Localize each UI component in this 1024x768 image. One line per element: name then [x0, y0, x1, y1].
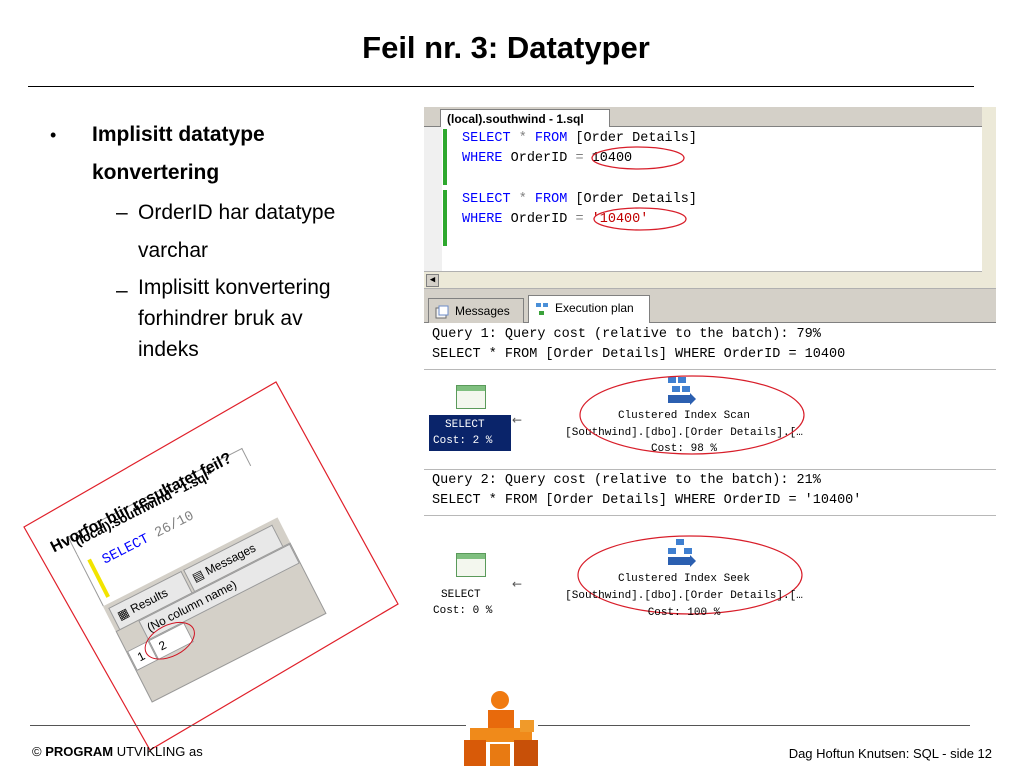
- query2-op-name: Clustered Index Seek: [617, 573, 751, 585]
- title-divider: [28, 86, 974, 87]
- sub-bullet-2-text-cont1: forhindrer bruk av: [138, 307, 303, 330]
- plan-highlight-circles: [577, 375, 805, 615]
- query2-sql: SELECT * FROM [Order Details] WHERE Orde…: [432, 493, 862, 508]
- horizontal-scrollbar[interactable]: ◀: [424, 271, 996, 289]
- code-line: WHERE OrderID = 10400: [462, 151, 633, 166]
- vertical-scrollbar[interactable]: [982, 107, 996, 277]
- slide-title: Feil nr. 3: Datatyper: [362, 30, 650, 65]
- execution-plan-pane: Query 1: Query cost (relative to the bat…: [424, 323, 996, 630]
- messages-icon: [435, 305, 449, 319]
- query2-op-cost: Cost: 100 %: [647, 607, 721, 619]
- select-icon: [456, 385, 486, 409]
- highlight-circle-scan: [579, 375, 805, 455]
- query-separator: [424, 515, 996, 516]
- tab-messages[interactable]: Messages: [428, 298, 524, 323]
- highlight-circle-string: [593, 207, 687, 231]
- query2-select-node[interactable]: SELECT Cost: 0 %: [433, 589, 493, 617]
- highlight-circle-seek: [577, 535, 803, 615]
- highlight-circle-number: [591, 146, 685, 170]
- bullet-list: • Implisitt datatype konvertering – Orde…: [50, 116, 395, 365]
- results-tab-bar: Messages Execution plan: [424, 289, 996, 323]
- bullet-main-text-cont: konvertering: [92, 161, 220, 184]
- code-line: WHERE OrderID = '10400': [462, 212, 649, 227]
- query1-select-node[interactable]: SELECT Cost: 2 %: [429, 415, 511, 451]
- flow-arrow-icon: ←: [512, 577, 523, 591]
- query1-op-object: [Southwind].[dbo].[Order Details].[…: [565, 427, 803, 439]
- tab-execution-plan[interactable]: Execution plan: [528, 295, 650, 323]
- sub-bullet-2: – Implisitt konvertering forhindrer bruk…: [116, 272, 395, 365]
- footer-brand: PROGRAM: [45, 744, 114, 759]
- sub-bullet-dash: –: [116, 201, 128, 224]
- query-separator: [424, 369, 996, 370]
- scroll-left-icon[interactable]: ◀: [426, 274, 439, 287]
- changed-lines-marker: [443, 129, 447, 185]
- program-utvikling-logo: [464, 691, 538, 766]
- sub-bullet-2-text: Implisitt konvertering: [138, 276, 331, 299]
- sub-bullet-dash: –: [116, 279, 128, 302]
- editor-tab-bar: (local).southwind - 1.sql: [424, 107, 996, 128]
- query1-sql: SELECT * FROM [Order Details] WHERE Orde…: [432, 347, 846, 362]
- clustered-index-seek-icon: [668, 539, 696, 567]
- bullet-main-text: Implisitt datatype: [92, 123, 265, 146]
- bullet-main: • Implisitt datatype konvertering: [50, 116, 395, 192]
- highlight-circles: [591, 146, 687, 231]
- flow-arrow-icon: ←: [512, 413, 523, 427]
- inset-red-frame: [23, 381, 399, 751]
- footer-rule-right: [538, 725, 970, 726]
- editor-gutter: [424, 127, 442, 272]
- query2-op-object: [Southwind].[dbo].[Order Details].[…: [565, 590, 803, 602]
- sub-bullet-1-text-cont: varchar: [138, 239, 209, 262]
- query-separator: [424, 469, 996, 470]
- query-editor[interactable]: SELECT * FROM [Order Details] WHERE Orde…: [424, 127, 996, 272]
- sub-bullet-1-text: OrderID har datatype: [138, 201, 336, 224]
- changed-lines-marker: [443, 190, 447, 246]
- query1-header: Query 1: Query cost (relative to the bat…: [432, 327, 821, 342]
- select-icon: [456, 553, 486, 577]
- editor-tab[interactable]: (local).southwind - 1.sql: [440, 109, 610, 128]
- query2-header: Query 2: Query cost (relative to the bat…: [432, 473, 821, 488]
- code-line: SELECT * FROM [Order Details]: [462, 192, 697, 207]
- clustered-index-scan-icon: [668, 377, 696, 405]
- footer-rule-left: [30, 725, 466, 726]
- sql-editor-screenshot: (local).southwind - 1.sql SELECT * FROM …: [424, 107, 996, 630]
- query1-op-name: Clustered Index Scan: [617, 410, 751, 422]
- sub-bullet-2-text-cont2: indeks: [138, 338, 199, 361]
- code-line: SELECT * FROM [Order Details]: [462, 131, 697, 146]
- execution-plan-icon: [535, 302, 549, 316]
- bullet-dot: •: [50, 125, 57, 145]
- footer-left: © PROGRAM UTVIKLING as: [32, 744, 203, 759]
- sub-bullet-1: – OrderID har datatype varchar: [116, 194, 395, 270]
- footer-right: Dag Hoftun Knutsen: SQL - side 12: [788, 746, 992, 761]
